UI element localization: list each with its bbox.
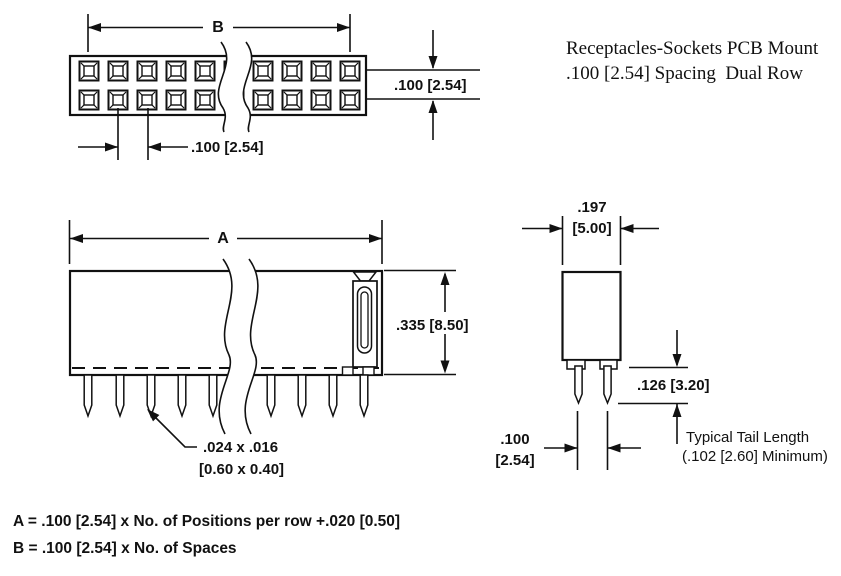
dim-label-B: B xyxy=(212,19,224,36)
dim-end-pitch xyxy=(544,411,641,470)
formula-a: A = .100 [2.54] x No. of Positions per r… xyxy=(13,513,401,530)
end-view xyxy=(522,216,688,470)
dim-text-pin-pitch: .100 [2.54] xyxy=(191,139,264,156)
drawing-title-line2: .100 [2.54] Spacing Dual Row xyxy=(566,63,803,84)
formula-b: B = .100 [2.54] x No. of Spaces xyxy=(13,540,237,557)
dim-text-body-width-mm: [5.00] xyxy=(572,220,612,237)
dim-text-body-width-inch: .197 xyxy=(577,199,607,216)
front-view xyxy=(68,220,456,448)
break-line xyxy=(217,41,253,133)
dim-text-end-pitch-mm: [2.54] xyxy=(495,452,535,469)
dim-A xyxy=(68,220,383,264)
dim-text-tail-section-mm: [0.60 x 0.40] xyxy=(199,461,285,478)
dim-text-end-pitch-inch: .100 xyxy=(500,431,530,448)
dim-B xyxy=(87,14,351,52)
dim-label-A: A xyxy=(217,230,229,247)
break-line xyxy=(218,258,259,435)
leader-tail-section xyxy=(148,410,197,448)
dim-text-body-height: .335 [8.50] xyxy=(396,317,469,334)
dim-text-tail-section-inch: .024 x .016 xyxy=(203,439,279,456)
top-view xyxy=(68,14,480,160)
dim-text-tail-length: .126 [3.20] xyxy=(637,377,710,394)
note-tail-length-line1: Typical Tail Length xyxy=(686,429,810,446)
note-tail-length-line2: (.102 [2.60] Minimum) xyxy=(682,448,828,465)
end-view-body xyxy=(561,270,622,362)
end-pins xyxy=(574,365,612,404)
drawing-title-line1: Receptacles-Sockets PCB Mount xyxy=(566,38,819,59)
contact-detail xyxy=(341,271,378,376)
dim-text-row-spacing: .100 [2.54] xyxy=(394,77,467,94)
